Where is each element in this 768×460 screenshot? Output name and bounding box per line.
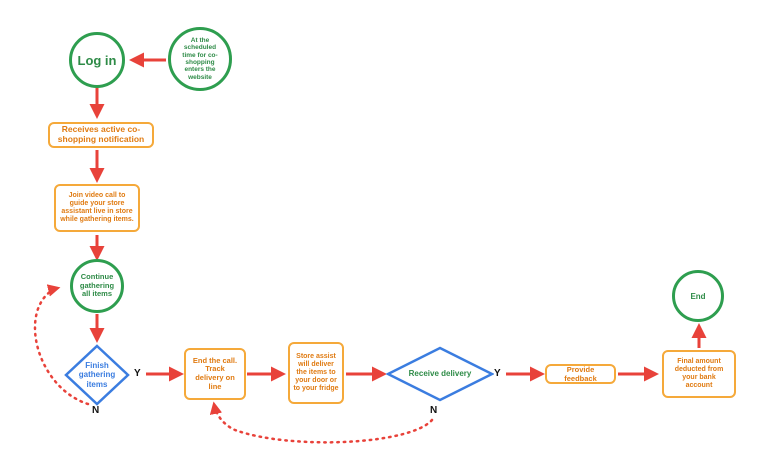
node-scheduled-label: At the scheduled time for co-shopping en… [182,36,218,81]
node-continue: Continue gathering all items [70,259,124,313]
node-receive-label: Receive delivery [408,369,472,379]
node-video-call: Join video call to guide your store assi… [54,184,140,232]
branch-finish-yes: Y [134,368,141,379]
branch-receive-no: N [430,405,438,416]
node-feedback-label: Provide feedback [564,365,597,383]
node-end-call: End the call. Track delivery on line [184,348,246,400]
node-receive-diamond [386,346,494,402]
node-final-amount: Final amount deducted from your bank acc… [662,350,736,398]
node-end-label: End [690,291,706,301]
node-video-call-label: Join video call to guide your store assi… [60,191,134,224]
branch-finish-no: N [92,405,100,416]
loop-finish-no-to-continue [33,284,90,406]
node-finish-diamond [64,344,130,406]
loop-receive-no-to-end-call [209,401,434,444]
node-feedback: Provide feedback [545,364,616,384]
node-end: End [672,270,724,322]
node-notification-label: Receives active co-shopping notification [57,124,145,144]
node-end-call-label: End the call. Track delivery on line [192,355,238,391]
node-login: Log in [69,32,125,88]
node-scheduled: At the scheduled time for co-shopping en… [168,27,232,91]
node-notification: Receives active co-shopping notification [48,122,154,148]
node-continue-label: Continue gathering all items [79,272,115,299]
node-final-amount-label: Final amount deducted from your bank acc… [674,357,724,390]
node-login-label: Log in [77,52,117,68]
node-finish-label: Finish gathering items [78,361,116,389]
node-store-assist: Store assist will deliver the items to y… [288,342,344,404]
branch-receive-yes: Y [494,368,501,379]
node-store-assist-label: Store assist will deliver the items to y… [293,352,339,393]
